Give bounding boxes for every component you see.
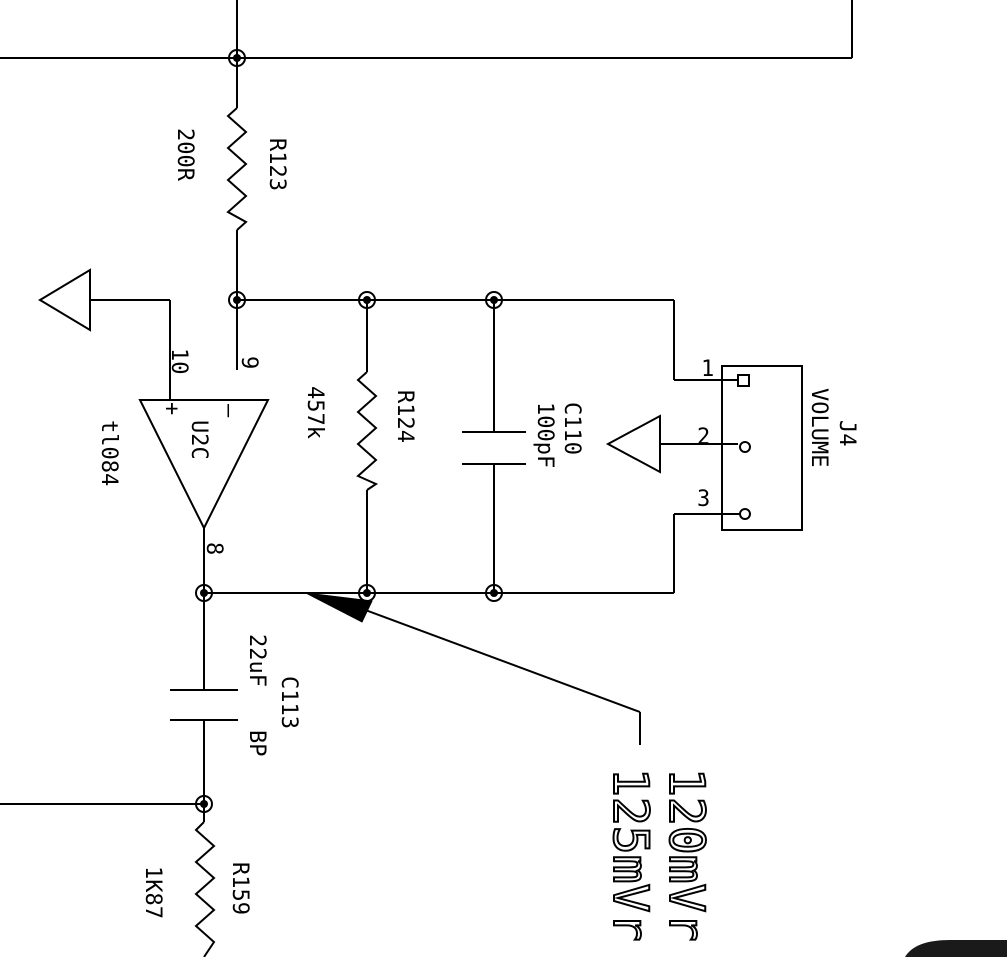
j4-name: VOLUME [806, 388, 831, 467]
j4-pin2: 2 [697, 425, 710, 450]
junction-dot [485, 584, 503, 602]
j4-pin3: 3 [697, 487, 710, 512]
junction-dot [358, 584, 376, 602]
j4-pin1: 1 [701, 357, 714, 382]
u2c-pin-out: 8 [201, 542, 226, 555]
ground-symbol-j4 [605, 414, 738, 474]
connector-j4 [673, 365, 803, 593]
measurement-arrow [305, 592, 641, 745]
annotation-line1: 120mVr [658, 768, 714, 941]
c110-ref: C110 [559, 402, 584, 455]
junction-dot [358, 291, 376, 309]
junction-dot [228, 291, 246, 309]
r124-ref: R124 [392, 390, 417, 443]
u2c-part: tl084 [96, 420, 121, 486]
u2c-ref: U2C [186, 420, 211, 460]
r123-value: 200R [172, 128, 197, 182]
r123-ref: R123 [264, 138, 289, 191]
r124-value: 457k [302, 386, 327, 439]
c113-value: 22uF [244, 634, 269, 687]
opamp-u2c [90, 299, 270, 593]
capacitor-c110 [462, 300, 526, 593]
j4-ref: J4 [834, 420, 859, 447]
capacitor-c113 [170, 593, 238, 822]
u2c-minus: – [216, 404, 241, 418]
u2c-plus: + [159, 402, 184, 415]
r159-ref: R159 [227, 862, 252, 915]
junction-dot [195, 795, 213, 813]
c113-bp: BP [244, 730, 269, 757]
resistor-r159 [194, 821, 216, 957]
r159-value: 1K87 [140, 866, 165, 919]
junction-dot [228, 49, 246, 67]
annotation-line2: 125mVr [602, 768, 658, 941]
resistor-r123 [226, 107, 248, 370]
feedback-bus-top [237, 299, 738, 381]
junction-dot [485, 291, 503, 309]
top-wires [0, 0, 853, 108]
u2c-pin-noninv: 10 [166, 348, 191, 375]
u2c-pin-inv: 9 [236, 356, 261, 369]
ground-symbol-opamp [38, 268, 91, 332]
resistor-r124 [356, 300, 379, 593]
junction-dot [195, 584, 213, 602]
c110-value: 100pF [532, 402, 557, 468]
corner-overlay [905, 940, 1007, 957]
junctions [195, 49, 503, 813]
c113-ref: C113 [276, 676, 301, 729]
